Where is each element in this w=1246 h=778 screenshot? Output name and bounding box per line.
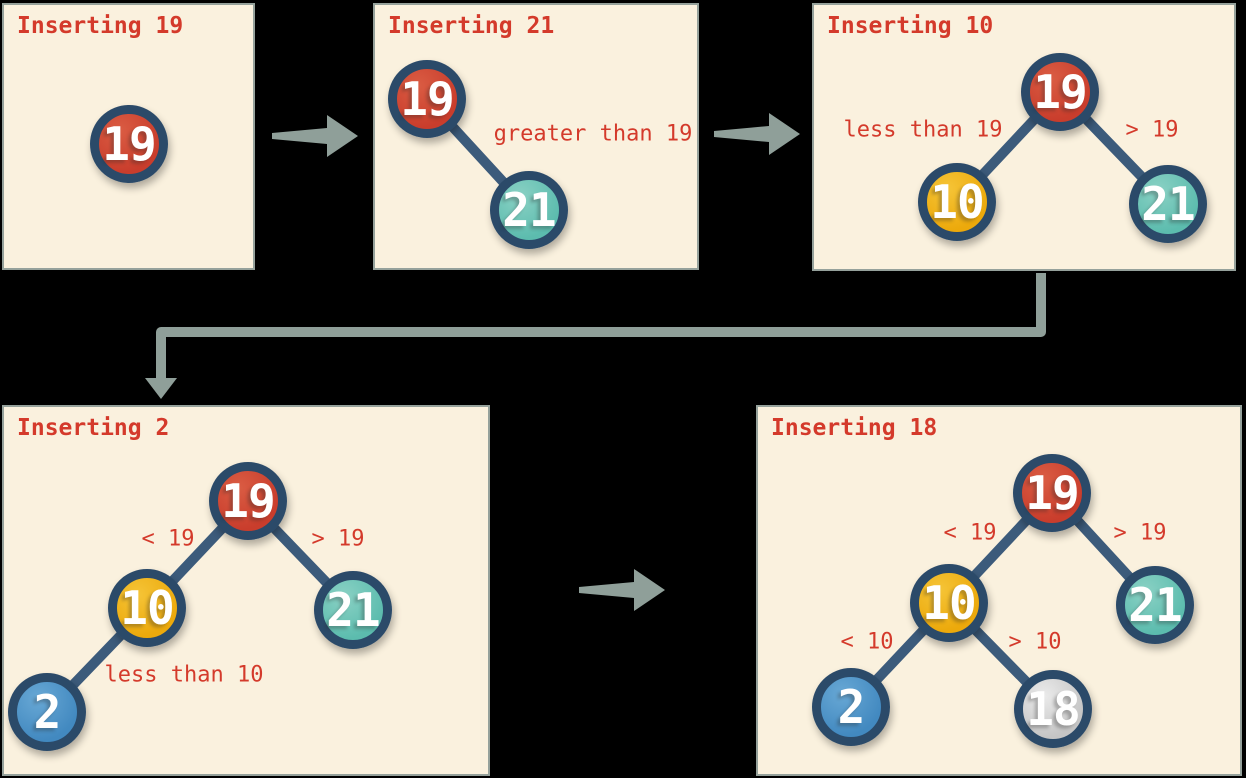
right-arrow-icon [272,115,358,157]
edge-label: < 10 [840,629,894,655]
tree-node-2: 2 [812,668,890,746]
edge-label: < 19 [141,526,195,552]
panel-title: Inserting 2 [17,415,170,441]
panel-title: Inserting 21 [388,13,555,39]
panel-title: Inserting 18 [771,415,938,441]
edge-label: less than 10 [104,662,264,688]
edge-label: > 10 [1008,629,1062,655]
tree-node-10: 10 [918,163,996,241]
edge-label: < 19 [943,520,997,546]
right-arrow-icon [579,569,665,611]
tree-node-18: 18 [1014,670,1092,748]
panel-inserting-19: Inserting 19 19 [2,3,255,270]
panel-inserting-10: Inserting 10 less than 19 > 19 19 10 21 [812,3,1236,271]
tree-node-10: 10 [108,569,186,647]
edge-label: less than 19 [843,117,1003,143]
tree-node-21: 21 [1116,566,1194,644]
tree-node-19: 19 [209,462,287,540]
tree-node-10: 10 [910,564,988,642]
panel-inserting-2: Inserting 2 < 19 > 19 less than 10 19 10… [2,405,490,776]
tree-node-19: 19 [1021,53,1099,131]
tree-node-19: 19 [388,60,466,138]
tree-node-2: 2 [8,673,86,751]
tree-node-21: 21 [490,171,568,249]
panel-inserting-18: Inserting 18 < 19 > 19 < 10 > 10 19 10 2… [756,405,1242,776]
tree-node-21: 21 [1129,165,1207,243]
edge-label: > 19 [311,526,365,552]
edge-label: greater than 19 [493,121,693,147]
tree-node-21: 21 [314,571,392,649]
panel-title: Inserting 10 [827,13,994,39]
panel-title: Inserting 19 [17,13,184,39]
tree-node-19: 19 [1013,454,1091,532]
edge-label: > 19 [1125,117,1179,143]
panel-inserting-21: Inserting 21 greater than 19 19 21 [373,3,699,270]
right-arrow-icon [714,113,800,155]
edge-label: > 19 [1113,520,1167,546]
tree-node-19: 19 [90,105,168,183]
